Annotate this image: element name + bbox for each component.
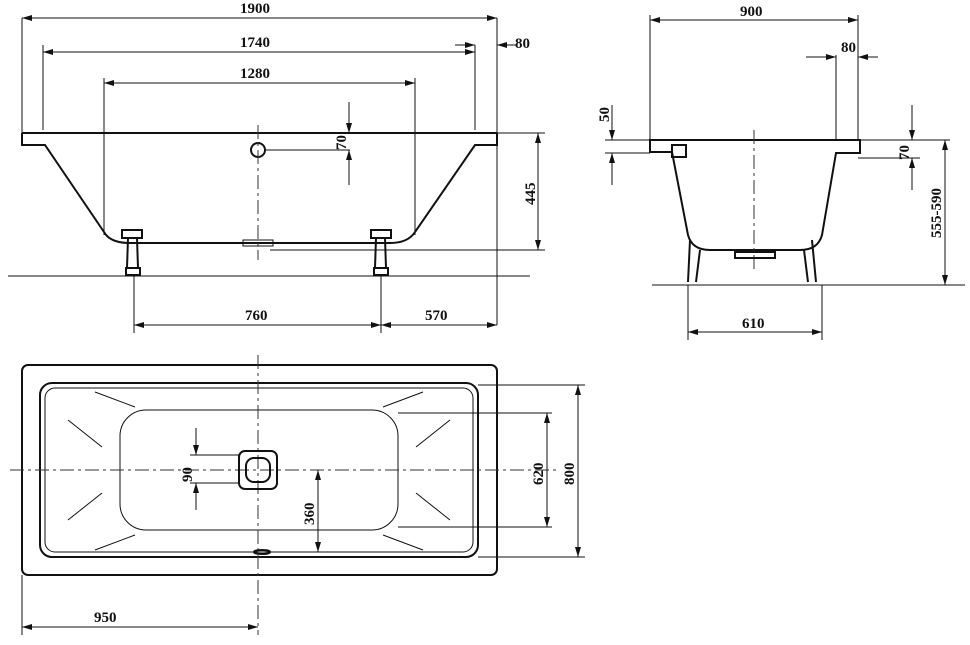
dim-length-inner: 1740 [240,35,270,51]
dim-drain-position: 950 [94,610,117,626]
dim-feet-spacing: 760 [245,308,268,324]
dim-end-rim-width: 80 [841,40,856,56]
dim-feet-to-end: 570 [425,308,448,324]
end-view: 900 80 50 70 555-590 610 [597,4,965,340]
tub-end-outline [649,139,861,251]
dim-rim-thickness: 50 [597,107,613,122]
dim-plan-width: 800 [562,463,578,486]
side-view: 1900 1740 80 1280 70 445 760 570 [8,1,545,333]
dim-total-height: 555-590 [929,188,945,238]
dim-width-total: 900 [740,4,763,20]
dim-overflow-height: 70 [897,145,913,160]
dim-basin-width: 620 [531,463,547,486]
tub-side-outline [21,132,498,244]
dim-drain-height: 70 [334,135,350,150]
dim-drain-offset: 360 [302,503,318,526]
dim-rim-width: 80 [515,36,530,52]
tub-foot-right [370,229,392,276]
dim-basin-length: 1280 [240,66,270,82]
dim-feet-width: 610 [742,316,765,332]
dim-depth: 445 [523,183,539,206]
plan-view: 90 360 620 800 950 [10,355,585,635]
drain [238,450,278,490]
dim-drain-size: 90 [180,467,196,482]
tub-foot-left [121,229,143,276]
dim-length-total: 1900 [240,1,270,17]
